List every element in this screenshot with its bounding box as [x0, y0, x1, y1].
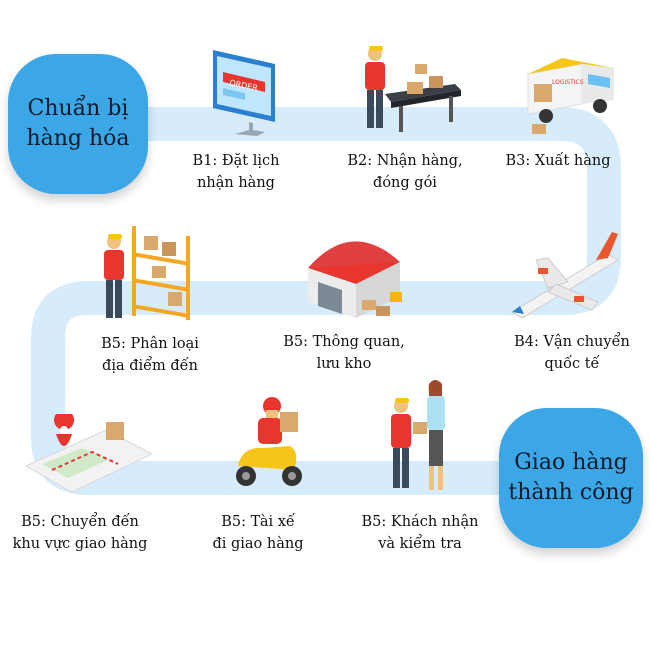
end-node-line1: Giao hàng [514, 450, 628, 475]
end-node: Giao hàng thành công [499, 408, 643, 548]
warehouse-icon [308, 241, 402, 318]
airplane-icon [511, 232, 619, 319]
start-node: Chuẩn bị hàng hóa [8, 54, 148, 194]
step-b5-customs-label: B5: Thông quan, lưu kho [283, 334, 405, 372]
customer-handover-icon [391, 380, 445, 490]
delivery-truck-icon: LOGISTICS [527, 58, 614, 134]
step-b5-driver-label: B5: Tài xế đi giao hàng [212, 514, 304, 552]
computer-order-icon: ORDER [213, 50, 275, 136]
end-node-line2: thành công [508, 480, 634, 505]
map-pin-icon [24, 414, 154, 493]
logistics-text: LOGISTICS [552, 79, 584, 86]
step-b5-sorting-label: B5: Phân loại địa điểm đến [101, 336, 199, 374]
step-b2-label: B2: Nhận hàng, đóng gói [347, 153, 463, 191]
step-b5-customer-label: B5: Khách nhận và kiểm tra [361, 514, 479, 552]
conveyor-packing-icon [365, 46, 461, 132]
step-b5-transfer-label: B5: Chuyển đến khu vực giao hàng [12, 514, 148, 552]
start-node-line2: hàng hóa [26, 126, 130, 151]
shelf-sorting-icon [104, 226, 190, 320]
delivery-scooter-icon [236, 397, 302, 486]
step-b3-label: B3: Xuất hàng [505, 153, 611, 169]
start-node-line1: Chuẩn bị [27, 96, 129, 121]
step-b1-label: B1: Đặt lịch nhận hàng [192, 153, 280, 191]
step-b4-label: B4: Vận chuyển quốc tế [514, 334, 630, 372]
